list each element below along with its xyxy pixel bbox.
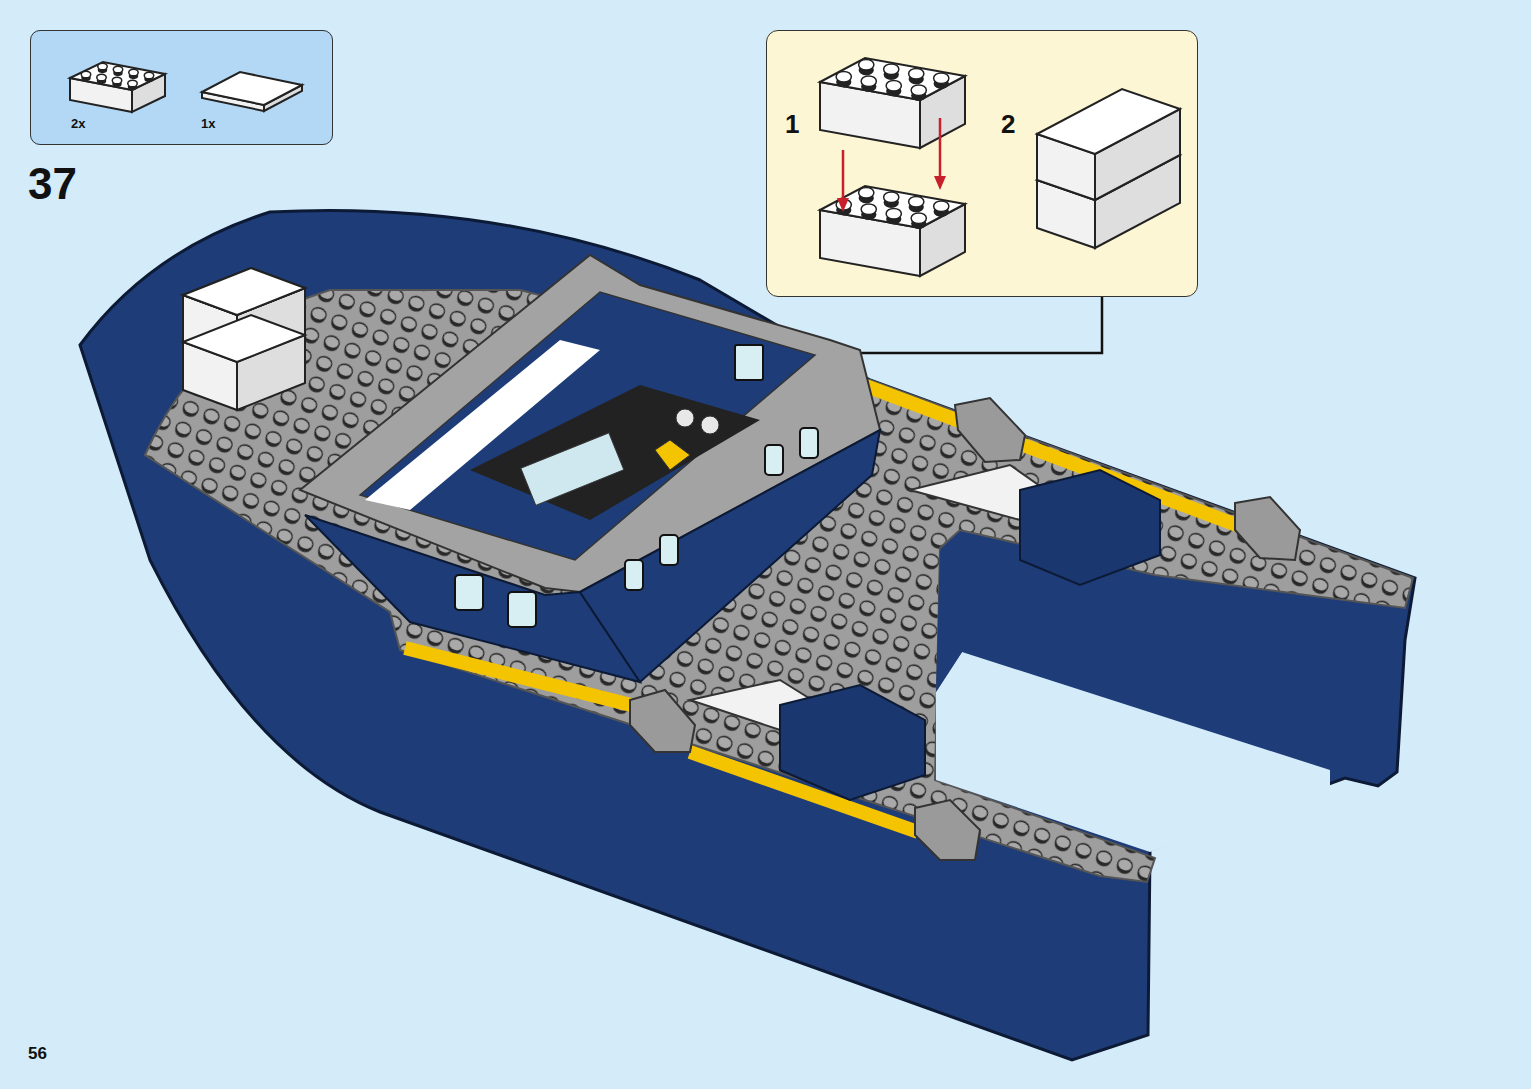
cabin-side <box>580 430 880 682</box>
parts-panel-fill <box>30 30 333 145</box>
brick <box>183 315 305 410</box>
screens <box>521 433 624 506</box>
inner-wall <box>936 548 962 692</box>
part-quantity: 1x <box>201 117 215 130</box>
blue-brick <box>1020 470 1160 585</box>
brick <box>1037 89 1180 200</box>
windows <box>455 345 818 627</box>
page-number: 56 <box>28 1045 47 1062</box>
step-number: 37 <box>28 162 77 206</box>
assembly-arrows <box>837 118 946 212</box>
deck <box>145 290 1413 882</box>
part-quantity: 2x <box>71 117 85 130</box>
substep-number: 2 <box>1001 111 1015 137</box>
brick <box>820 58 965 148</box>
stern-gap <box>936 652 1330 852</box>
console <box>470 385 760 520</box>
brick <box>70 62 165 112</box>
parts-panel: 2x 1x <box>30 30 333 145</box>
crew-figure <box>655 440 690 470</box>
brick <box>820 186 965 276</box>
substep-number: 1 <box>785 111 799 137</box>
blue-brick <box>780 685 925 800</box>
brick <box>183 268 305 315</box>
callout-panel: 12 <box>766 30 1198 297</box>
brick <box>202 72 302 111</box>
callout-panel-fill <box>766 30 1198 297</box>
hull <box>80 210 1415 1060</box>
